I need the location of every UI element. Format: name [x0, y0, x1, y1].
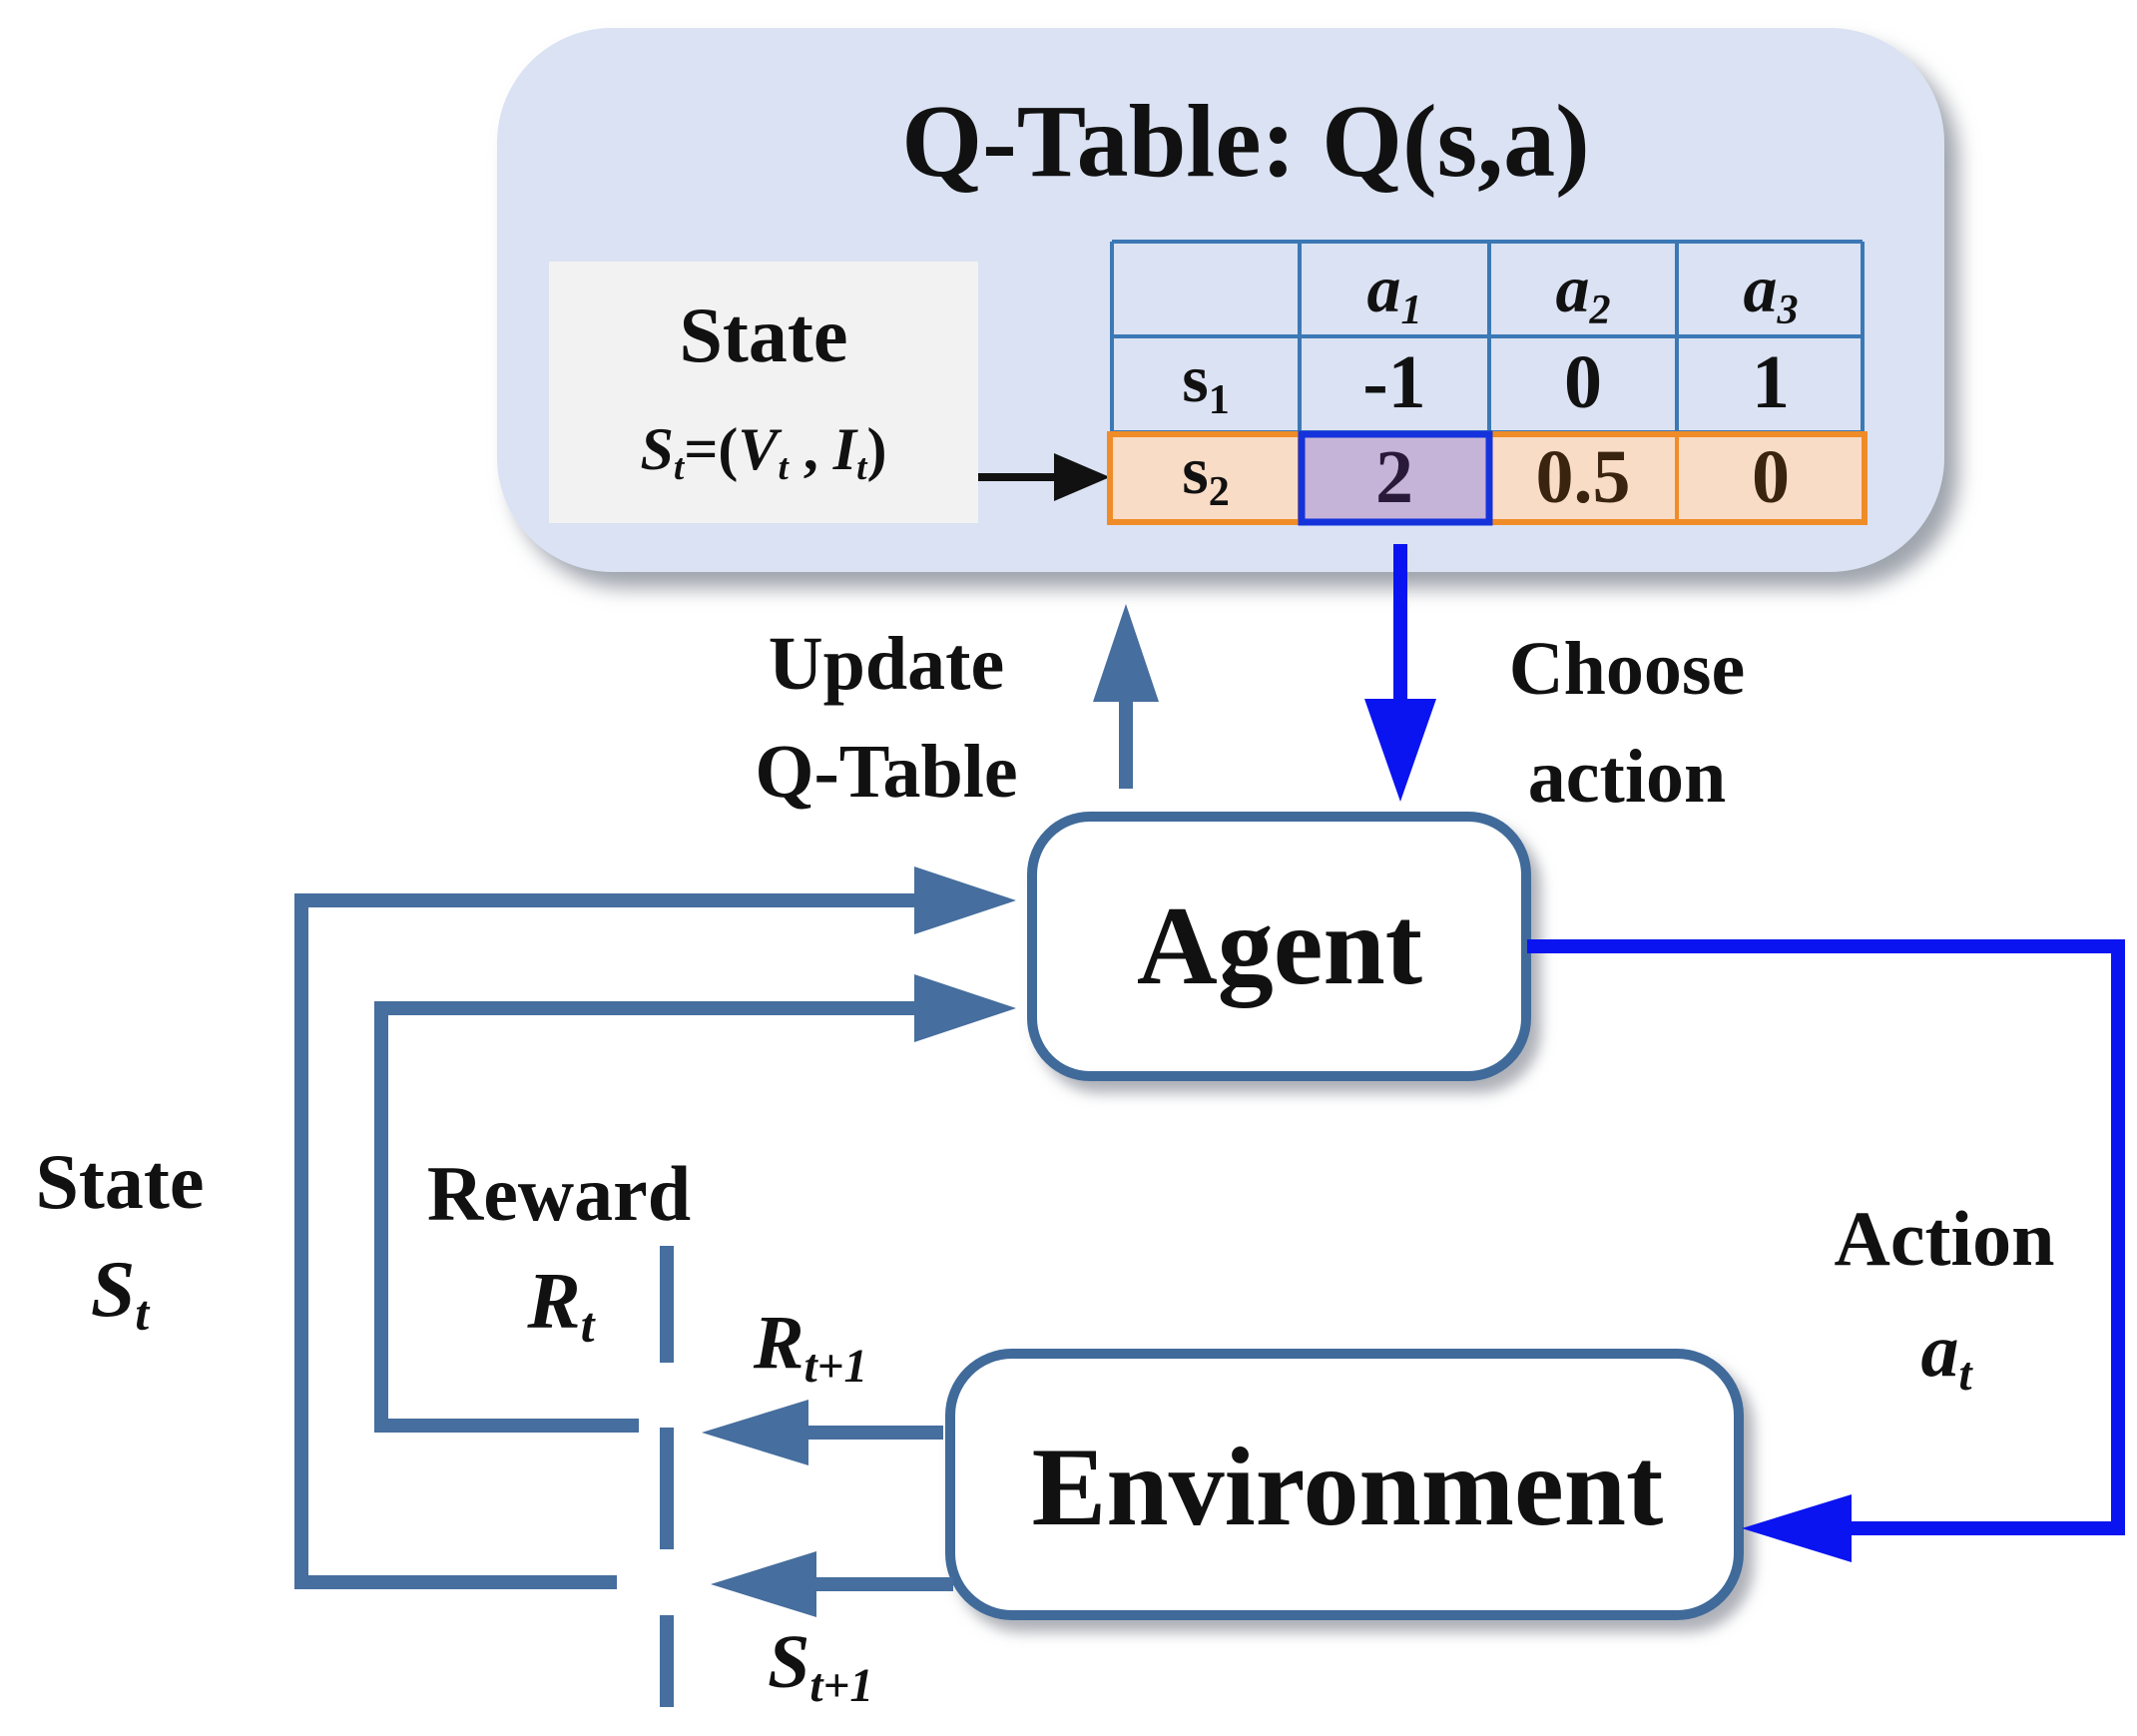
cell-s1-a3: 1: [1752, 340, 1790, 424]
next-reward-arrow: [702, 1400, 943, 1465]
action-symbol: at: [1920, 1309, 1973, 1401]
update-label-line1: Update: [769, 622, 1004, 706]
agent-box: Agent: [1027, 812, 1531, 1081]
reward-word: Reward: [427, 1150, 691, 1237]
choose-label-line1: Choose: [1509, 627, 1745, 711]
cell-s2-a2: 0.5: [1536, 435, 1631, 519]
update-label-line2: Q-Table: [755, 730, 1017, 814]
next-reward-symbol: Rt+1: [753, 1301, 867, 1393]
state-word: State: [36, 1138, 205, 1225]
choose-action-arrow: [1364, 544, 1436, 802]
reward-symbol: Rt: [526, 1258, 596, 1353]
agent-label: Agent: [1137, 884, 1422, 1008]
action-word: Action: [1835, 1195, 2055, 1282]
qtable-title: Q-Table: Q(s,a): [901, 84, 1590, 199]
cell-s1-a2: 0: [1564, 340, 1602, 424]
choose-label-line2: action: [1528, 735, 1726, 819]
row-s2-label: s2: [1182, 432, 1230, 515]
selected-cell: [1298, 430, 1493, 526]
cell-s2-a3: 0: [1752, 435, 1790, 519]
qtable-panel: Q-Table: Q(s,a) State St=(Vt , It): [497, 28, 1944, 572]
state-symbol: St: [91, 1246, 152, 1341]
next-state-symbol: St+1: [768, 1620, 873, 1712]
state-box: State St=(Vt , It): [549, 262, 978, 523]
row-s1-label: s1: [1182, 340, 1230, 423]
header-a1: a1: [1366, 251, 1421, 333]
q-table: a1 a2 a3 s1 -1 0 1 s2 2 0.5 0: [1107, 240, 1868, 526]
reward-feedback-arrow: [374, 974, 1016, 1433]
state-feedback-arrow: [294, 867, 1016, 1589]
environment-box: Environment: [945, 1349, 1744, 1620]
header-a2: a2: [1555, 251, 1610, 333]
next-state-arrow: [711, 1551, 953, 1617]
environment-label: Environment: [1032, 1426, 1664, 1549]
action-loop-arrow: [1527, 939, 2125, 1562]
cell-s2-a1: 2: [1375, 435, 1413, 519]
state-formula: St=(Vt , It): [641, 416, 887, 488]
cell-s1-a1: -1: [1362, 340, 1425, 424]
update-arrow: [1093, 604, 1159, 789]
state-to-row-arrow: [978, 453, 1110, 501]
header-a3: a3: [1743, 251, 1798, 333]
state-box-heading: State: [680, 291, 848, 378]
